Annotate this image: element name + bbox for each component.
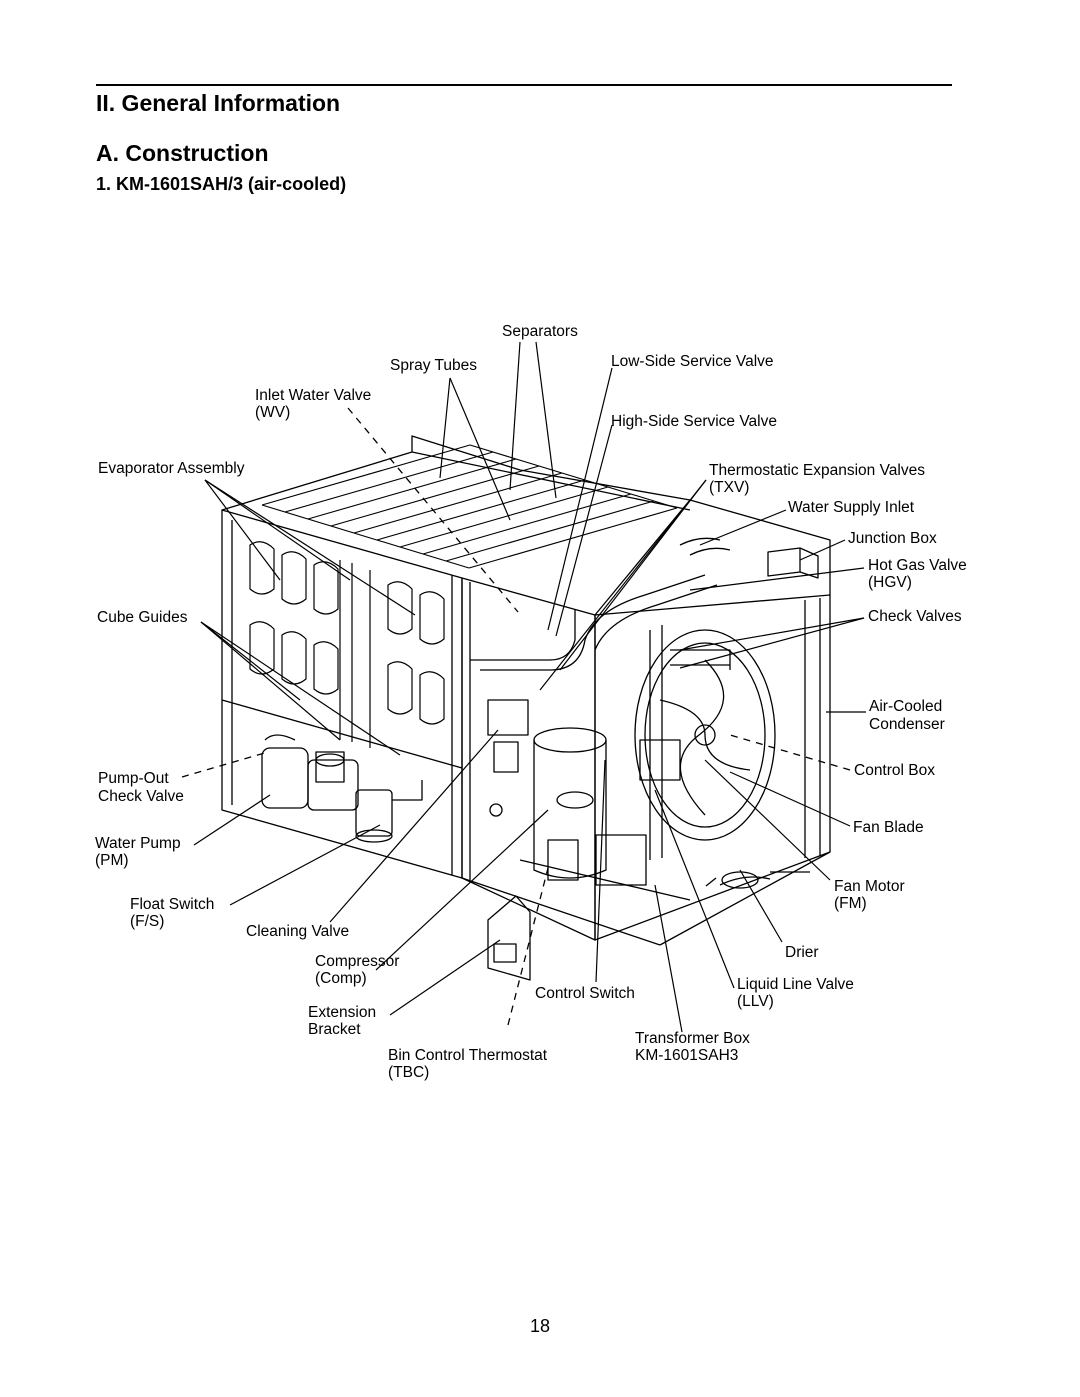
label-fan-blade: Fan Blade [853,819,924,836]
leader-lines [193,341,866,1033]
label-pump-out: Pump-Out [98,770,169,787]
label-water-pump: Water Pump [95,835,181,852]
extension-bracket [487,895,531,981]
section-title: II. General Information [96,90,341,116]
label-transformer-box: Transformer Box [635,1030,750,1047]
header-rule [96,84,952,86]
label-check-valve: Check Valve [98,788,184,805]
label-junction-box: Junction Box [848,530,937,547]
spray-tubes-leader-2 [449,377,511,521]
label-air-cooled: Air-Cooled [869,698,943,715]
label-evaporator-assembly: Evaporator Assembly [98,460,245,477]
label-water-supply-inlet: Water Supply Inlet [788,499,915,516]
label-separators: Separators [502,323,578,340]
high-side-valve-leader [555,424,613,637]
drier-unit [705,871,810,889]
evaporator-tubing [249,541,445,748]
label-bin-control-thermostat: Bin Control Thermostat [388,1047,548,1064]
label-check-valves: Check Valves [868,608,962,625]
label-drier: Drier [785,944,819,961]
label-bracket: Bracket [308,1021,361,1038]
label-hot-gas-valve: Hot Gas Valve [868,557,967,574]
label-fan-motor: Fan Motor [834,878,905,895]
label-extension: Extension [308,1004,377,1021]
label-spray-tubes: Spray Tubes [390,357,478,374]
label-cleaning-valve: Cleaning Valve [246,923,350,940]
label-float-switch-abbr: (F/S) [130,913,165,930]
label-thermostatic-expansion-valves: Thermostatic Expansion Valves [709,462,925,479]
cabinet-frame [221,435,831,946]
label-cube-guides: Cube Guides [97,609,188,626]
subsection-title: A. Construction [96,140,269,166]
label-float-switch: Float Switch [130,896,215,913]
label-tbc-abbr: (TBC) [388,1064,430,1081]
label-hgv-abbr: (HGV) [868,574,912,591]
page-number: 18 [529,1316,551,1336]
label-condenser: Condenser [869,716,945,733]
label-txv-abbr: (TXV) [709,479,750,496]
dashed-leaders [181,407,851,1026]
label-control-switch: Control Switch [535,985,635,1002]
label-inlet-water-valve-abbr: (WV) [255,404,291,421]
label-inlet-water-valve: Inlet Water Valve [255,387,372,404]
junction-box [767,547,819,579]
condenser-fan [634,625,776,860]
label-low-side-service-valve: Low-Side Service Valve [611,353,774,370]
label-compressor: Compressor [315,953,400,970]
label-fan-motor-abbr: (FM) [834,895,867,912]
label-transformer-model: KM-1601SAH3 [635,1047,739,1064]
model-heading: 1. KM-1601SAH/3 (air-cooled) [96,174,347,194]
label-llv-abbr: (LLV) [737,993,774,1010]
label-liquid-line-valve: Liquid Line Valve [737,976,854,993]
label-control-box: Control Box [854,762,935,779]
compressor [533,727,647,886]
water-pump-assembly [261,734,423,843]
evaporator-top [261,444,678,569]
label-water-pump-abbr: (PM) [95,852,129,869]
low-side-valve-leader [547,367,613,631]
separators-leader-2 [535,341,557,499]
label-high-side-service-valve: High-Side Service Valve [611,413,777,430]
spray-tubes-leader-1 [439,377,451,479]
refrigeration-piping [470,537,731,817]
separators-leader-1 [509,341,521,491]
label-compressor-abbr: (Comp) [315,970,367,987]
